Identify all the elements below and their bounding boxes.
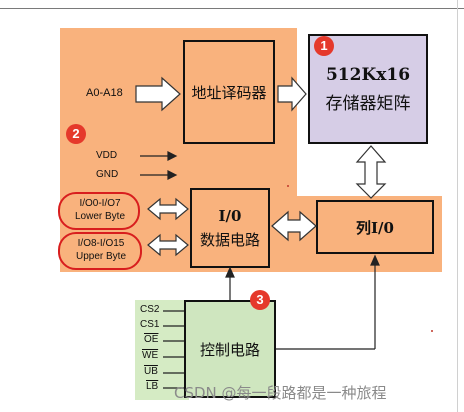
- io-column-double-arrow: [271, 210, 317, 242]
- lower-byte-pins: I/O0-I/O7: [79, 198, 121, 209]
- address-decoder-label: 地址译码器: [191, 83, 267, 102]
- column-io-block: 列I/0: [316, 200, 434, 254]
- upper-byte-highlight: [58, 232, 142, 270]
- lower-byte-highlight: [58, 192, 140, 230]
- address-decoder-block: 地址译码器: [183, 40, 275, 144]
- vdd-label: VDD: [96, 150, 118, 161]
- upper-byte-label: I/O8-I/O15 Upper Byte: [62, 237, 140, 263]
- memory-array-label: 存储器矩阵: [325, 93, 411, 114]
- signal-ub: UB: [144, 366, 158, 377]
- lower-byte-label: I/O0-I/O7 Lower Byte: [62, 197, 138, 223]
- top-rule: [0, 8, 464, 9]
- control-circuit-label: 控制电路: [199, 340, 260, 359]
- io-data-circuit-block: I/0 数据电路: [190, 188, 270, 268]
- signal-we: WE: [142, 350, 159, 361]
- watermark: CSDN @每一段路都是一种旅程: [174, 384, 387, 402]
- signal-cs1: CS1: [140, 319, 160, 330]
- badge-two: 2: [66, 124, 86, 144]
- signal-oe: OE: [144, 334, 159, 345]
- upper-byte-pins: I/O8-I/O15: [77, 238, 125, 249]
- memory-array-block: 512Kx16 存储器矩阵: [308, 34, 428, 144]
- control-region: [135, 300, 189, 400]
- lower-byte-name: Lower Byte: [74, 211, 126, 222]
- badge-three: 3: [250, 290, 270, 310]
- badge-one: 1: [314, 36, 334, 56]
- signal-cs2: CS2: [140, 304, 160, 315]
- address-pins-label: A0-A18: [86, 87, 123, 99]
- signal-lb: LB: [146, 381, 159, 392]
- right-rule: [457, 0, 458, 412]
- column-io-label: 列I/0: [356, 218, 394, 237]
- control-circuit-block: 控制电路: [184, 300, 276, 398]
- gnd-label: GND: [96, 169, 119, 180]
- memory-array-size: 512Kx16: [325, 64, 411, 85]
- io-data-title: I/0: [218, 206, 242, 225]
- io-data-label: 数据电路: [199, 230, 260, 249]
- lower-byte-double-arrow: [147, 197, 189, 221]
- array-column-double-arrow: [355, 145, 387, 199]
- upper-byte-name: Upper Byte: [75, 251, 127, 262]
- address-input-arrow: [135, 76, 181, 112]
- decoder-to-array-arrow: [277, 76, 307, 112]
- upper-byte-double-arrow: [147, 233, 189, 257]
